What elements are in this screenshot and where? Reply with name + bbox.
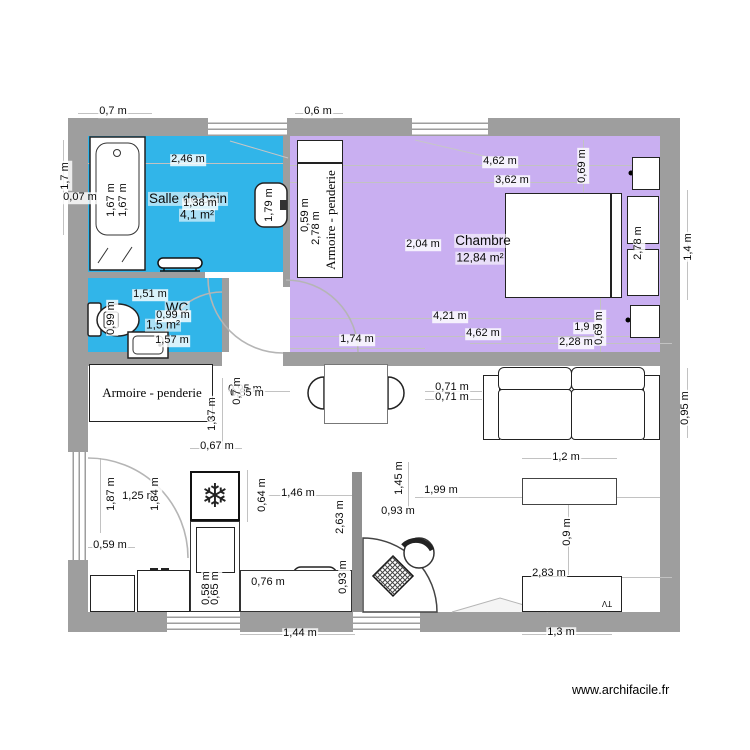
fridge-icon[interactable]	[190, 471, 240, 521]
square-table-icon[interactable]	[324, 364, 388, 424]
dimension-label: 1,84 m	[149, 476, 162, 512]
dimension-label: 1,87 m	[105, 476, 118, 512]
dimension-label: 0,69 m	[593, 310, 606, 346]
dimension-label: 2,04 m	[405, 238, 441, 251]
dimension-label: 0,85 m	[229, 387, 265, 400]
dimension-label: 1,3 m	[546, 626, 576, 639]
cooktop-frame[interactable]	[196, 527, 235, 573]
dimension-label: 1,46 m	[280, 487, 316, 500]
dimension-label: 1,9 m	[573, 321, 603, 334]
dimension-label: 0,07 m	[62, 191, 98, 204]
cabinet-handle	[150, 568, 158, 570]
cabinet-icon[interactable]	[137, 570, 190, 612]
dimension-label: 2,78 m	[310, 210, 323, 246]
window-bottom-2[interactable]	[353, 612, 420, 632]
cabinet-handle	[161, 568, 169, 570]
washing-machine-body[interactable]	[90, 575, 135, 612]
dimension-label: 4,62 m	[465, 327, 501, 340]
bathroom-door-arc[interactable]	[207, 277, 284, 354]
dimension-label: 0,76 m	[250, 576, 286, 589]
knob-icon	[625, 317, 631, 323]
dimension-label: 1,37 m	[206, 396, 219, 432]
wall-bedroom-bottom	[283, 352, 660, 366]
dimension-label: 0,7 m	[98, 105, 128, 118]
dimension-label: 0,65 m	[209, 570, 222, 606]
dimension-label: TV	[601, 599, 613, 609]
dimension-label: 2,28 m	[558, 336, 594, 349]
dimension-label: 2,83 m	[531, 567, 567, 580]
wall-bathroom-bottom	[88, 272, 205, 278]
snowflake-icon: ❄	[201, 477, 229, 514]
dimension-label: 3,62 m	[494, 174, 530, 187]
wall-below-wc	[88, 352, 222, 366]
dimension-label: 4,1 m²	[178, 207, 216, 222]
dimension-label: 1,7 m	[59, 161, 72, 191]
dimension-label: 1,67 m	[105, 182, 118, 218]
dimension-label: 1,51 m	[132, 288, 168, 301]
coffee-table-icon[interactable]	[522, 478, 617, 505]
bed-headboard-line	[610, 194, 612, 297]
wall-kitchen-stub	[352, 472, 362, 612]
dimension-label: 0,59 m	[92, 539, 128, 552]
dimension-label: 0,99 m	[155, 309, 191, 322]
sink-counter-icon[interactable]	[240, 570, 352, 612]
dimension-label: 0,64 m	[256, 477, 269, 513]
dimension-label: 1,2 m	[551, 451, 581, 464]
dimension-label: 0,99 m	[105, 300, 118, 336]
wardrobe-shelf-line	[298, 162, 342, 164]
dimension-label: Armoire - penderie	[323, 170, 339, 270]
dimension-label: 0,67 m	[199, 440, 235, 453]
entry-door-glazing[interactable]	[68, 452, 88, 560]
dimension-label: 1,25 m	[121, 490, 157, 503]
dimension-label: Armoire - penderie	[102, 385, 202, 401]
bed-icon[interactable]	[505, 193, 622, 298]
towel-rail-icon[interactable]	[157, 257, 203, 272]
chair-icon[interactable]	[307, 376, 325, 410]
corner-cabinet-icon[interactable]	[632, 157, 660, 190]
desk-chair-icon[interactable]	[401, 537, 435, 569]
dimension-label: 1,5 m²	[144, 317, 182, 332]
dimension-label: 0,6 m	[303, 105, 333, 118]
dimension-label: 0,95 m	[679, 390, 692, 426]
hall-wardrobe-icon[interactable]	[89, 364, 213, 422]
dimension-label: 0,9 m	[561, 517, 574, 547]
archifacile-watermark[interactable]: www.archifacile.fr	[572, 683, 670, 697]
sofa-icon[interactable]	[483, 367, 660, 440]
window-top-2[interactable]	[412, 118, 488, 136]
dimension-label: 0,69 m	[576, 148, 589, 184]
dimension-label: 4,21 m	[432, 310, 468, 323]
chair-icon[interactable]	[387, 376, 405, 410]
dimension-label: 1,57 m	[154, 334, 190, 347]
dimension-label: 12,84 m²	[455, 250, 505, 265]
dimension-label: 0,71 m	[434, 381, 470, 394]
window-top-1[interactable]	[208, 118, 287, 136]
wall-right	[660, 136, 680, 612]
dimension-label: 1,44 m	[282, 627, 318, 640]
dimension-label: 1,79 m	[263, 187, 276, 223]
dimension-label: 1,4 m	[682, 232, 695, 262]
dimension-label: 0,7 m	[231, 376, 244, 406]
dimension-label: 0,71 m	[434, 391, 470, 404]
dimension-label: 0,93 m	[380, 505, 416, 518]
dimension-label: 0,93 m	[337, 559, 350, 595]
dimension-label: 2,63 m	[334, 499, 347, 535]
dresser-icon[interactable]	[630, 305, 660, 338]
dimension-label: 1,45 m	[393, 460, 406, 496]
dimension-label: 2,46 m	[170, 153, 206, 166]
wall-wc-right	[222, 278, 229, 352]
dimension-label: 1,99 m	[423, 484, 459, 497]
computer-icon[interactable]	[371, 554, 415, 598]
room-name-label: Chambre	[454, 232, 512, 249]
dimension-label: 2,78 m	[632, 225, 645, 261]
dimension-label: 1,74 m	[339, 333, 375, 346]
tv-cabinet-icon[interactable]	[522, 576, 622, 612]
window-bottom-1[interactable]	[167, 612, 240, 632]
dimension-label: 1,67 m	[117, 182, 130, 218]
dimension-label: 1,38 m	[182, 197, 218, 210]
dimension-label: 4,62 m	[482, 155, 518, 168]
